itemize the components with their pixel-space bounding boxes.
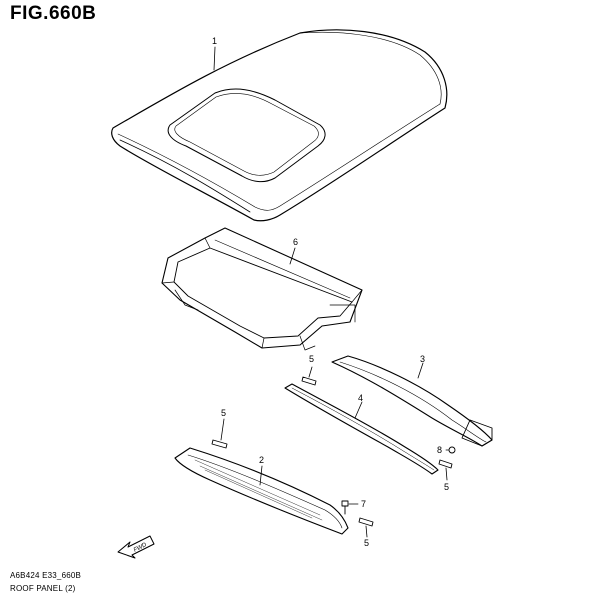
fwd-arrow-icon xyxy=(117,535,155,559)
callout-5-right: 5 xyxy=(444,482,449,492)
callout-5-left: 5 xyxy=(221,408,226,418)
callout-4: 4 xyxy=(358,393,363,403)
roof-bow xyxy=(284,383,439,475)
callout-1: 1 xyxy=(212,36,217,46)
callout-5-upper: 5 xyxy=(309,354,314,364)
clip-5d xyxy=(358,517,374,538)
clip-5a xyxy=(301,366,317,386)
bolt-8 xyxy=(445,446,456,454)
callout-5-bottom: 5 xyxy=(364,538,369,548)
figure-name: ROOF PANEL (2) xyxy=(10,584,76,593)
clip-5b xyxy=(211,418,228,449)
callout-8: 8 xyxy=(437,445,442,455)
sunroof-frame xyxy=(161,227,363,351)
callout-2: 2 xyxy=(259,455,264,465)
bolt-7 xyxy=(341,500,359,515)
rear-roof-rail xyxy=(331,355,493,447)
front-roof-rail xyxy=(174,447,349,535)
clip-5c xyxy=(438,459,453,481)
callout-6: 6 xyxy=(293,237,298,247)
callout-7: 7 xyxy=(361,499,366,509)
figure-title: FIG.660B xyxy=(10,3,97,24)
roof-panel xyxy=(111,29,448,222)
callout-3: 3 xyxy=(420,354,425,364)
figure-code: A6B424 E33_660B xyxy=(10,571,82,580)
